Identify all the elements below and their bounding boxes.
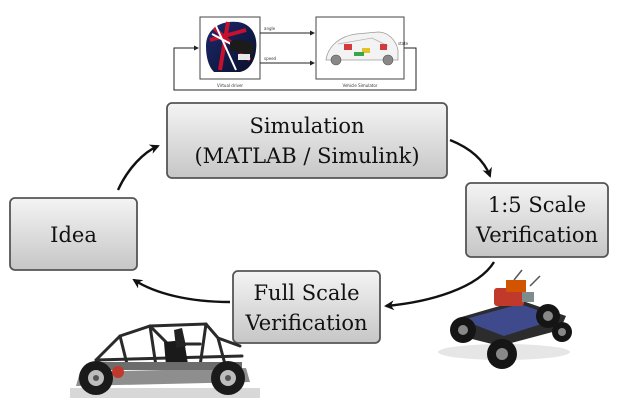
car-model-image	[325, 31, 399, 66]
virtual-driver-label: Virtual driver	[217, 83, 243, 88]
stage-full-title: Full Scale	[253, 281, 359, 305]
stage-simulation: Simulation (MATLAB / Simulink)	[166, 102, 448, 179]
vehicle-simulator-label: Vehicle Simulator	[343, 83, 378, 88]
scale-model-car-image	[438, 269, 572, 369]
feedback-loop-line	[173, 45, 417, 91]
stage-full-scale-verification: Full Scale Verification	[232, 270, 381, 344]
arrow-idea-to-simulation	[116, 144, 160, 191]
stage-simulation-subtitle: (MATLAB / Simulink)	[194, 144, 419, 168]
arrow-simulation-to-scale	[449, 138, 492, 178]
arrow-full-to-idea	[132, 278, 231, 304]
stage-scale-verification: 1:5 Scale Verification	[465, 182, 609, 258]
cycle-arrows	[116, 138, 496, 311]
stage-idea-box	[9, 197, 138, 271]
arrow-scale-to-full	[384, 261, 496, 311]
simulink-model-diagram: Virtual driver angle speed Vehicle Simul…	[173, 16, 417, 91]
stage-idea-label: Idea	[50, 223, 97, 247]
stage-scale-subtitle: Verification	[475, 223, 598, 247]
stage-full-box	[232, 270, 381, 344]
state-output-label: state	[398, 41, 409, 46]
full-scale-vehicle-image	[70, 322, 260, 398]
stage-scale-box	[465, 182, 609, 258]
stage-simulation-box	[166, 102, 448, 179]
stage-full-subtitle: Verification	[244, 311, 367, 335]
stage-simulation-title: Simulation	[249, 114, 364, 138]
stage-idea: Idea	[9, 197, 138, 271]
angle-signal-label: angle	[264, 26, 276, 31]
stage-scale-title: 1:5 Scale	[488, 193, 586, 217]
helmet-image	[206, 21, 257, 72]
speed-signal-label: speed	[264, 56, 277, 61]
